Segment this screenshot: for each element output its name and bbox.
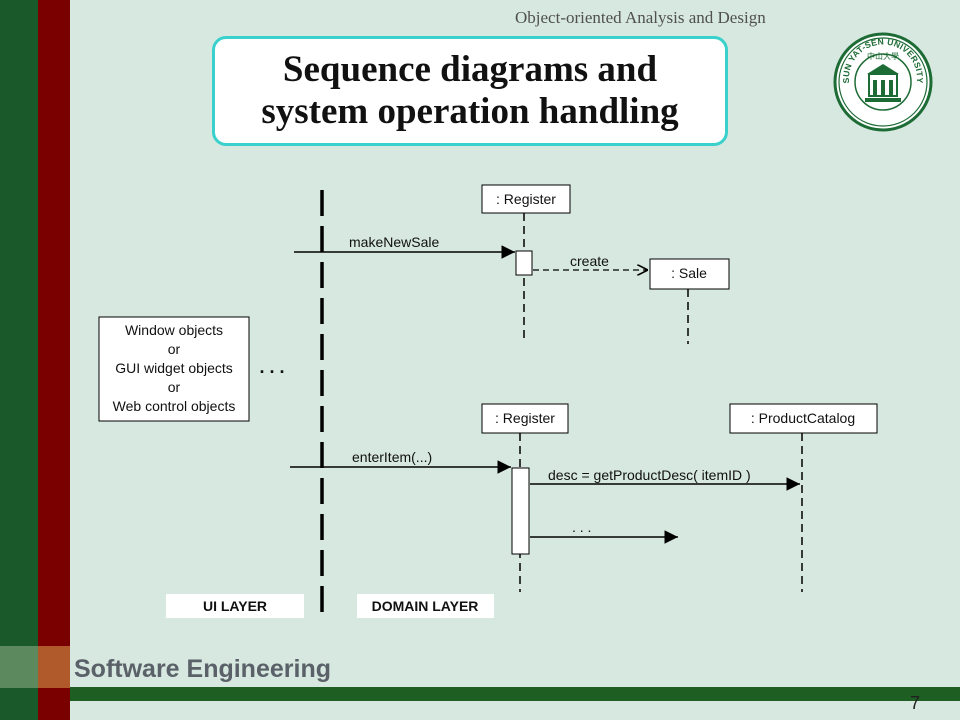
university-logo: SUN YAT-SEN UNIVERSITY 中山大學 — [833, 32, 933, 132]
footer-block-green — [0, 646, 38, 688]
course-header: Object-oriented Analysis and Design — [515, 8, 766, 27]
lifeline-product-catalog — [729, 403, 878, 434]
ui-note-line-4: or — [168, 379, 181, 395]
ui-objects-note — [98, 316, 250, 422]
msg-create: create — [570, 253, 609, 269]
ui-note-line-1: Window objects — [125, 322, 223, 338]
left-green-bar — [0, 0, 38, 720]
msg-make-new-sale: makeNewSale — [349, 234, 439, 250]
title-box: Sequence diagrams and system operation h… — [212, 36, 728, 146]
left-maroon-bar — [38, 0, 70, 720]
ui-note-line-5: Web control objects — [113, 398, 236, 414]
page-number: 7 — [910, 693, 921, 713]
domain-layer-label: DOMAIN LAYER — [372, 598, 479, 614]
title-line-2: system operation handling — [261, 91, 679, 132]
logo-chars: 中山大學 — [867, 51, 899, 61]
msg-get-product-desc: desc = getProductDesc( itemID ) — [548, 467, 751, 483]
title-line-1: Sequence diagrams and — [282, 49, 658, 90]
page-title: Sequence diagrams and system operation h… — [261, 49, 678, 133]
lifeline-sale-label: : Sale — [671, 265, 707, 281]
ui-layer-label: UI LAYER — [203, 598, 267, 614]
msg-more: . . . — [572, 519, 591, 535]
lifeline-sale — [649, 258, 730, 290]
ui-layer-label-box — [166, 594, 304, 618]
bottom-bar — [70, 687, 960, 701]
lifeline-product-catalog-label: : ProductCatalog — [751, 410, 855, 426]
footer-block-orange — [38, 646, 70, 688]
lifeline-register-2 — [481, 403, 569, 434]
ui-note-line-3: GUI widget objects — [115, 360, 233, 376]
lifeline-register-1 — [481, 184, 571, 214]
footer-course: Software Engineering — [74, 655, 331, 683]
lifeline-register-2-label: : Register — [495, 410, 555, 426]
register-2-activation — [511, 467, 530, 555]
register-1-activation — [515, 250, 533, 276]
ui-ellipsis: . . . — [259, 357, 284, 377]
msg-enter-item: enterItem(...) — [352, 449, 432, 465]
lifeline-register-1-label: : Register — [496, 191, 556, 207]
domain-layer-label-box — [357, 594, 494, 618]
ui-note-line-2: or — [168, 341, 181, 357]
